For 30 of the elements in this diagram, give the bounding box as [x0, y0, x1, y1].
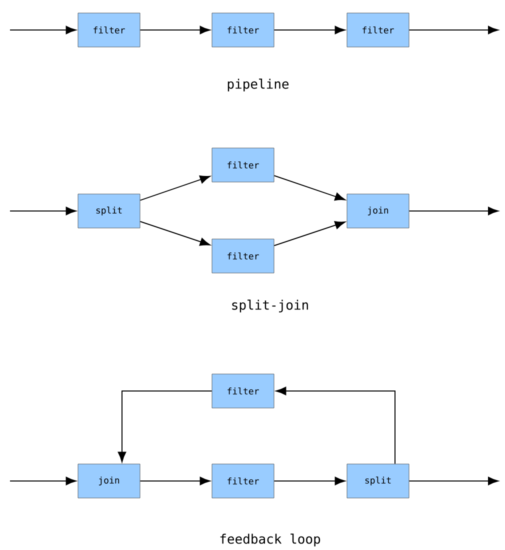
arrow: [274, 476, 346, 486]
arrow: [276, 386, 396, 464]
process-box: filter: [212, 374, 274, 408]
process-box: filter: [346, 12, 410, 48]
arrow: [140, 176, 210, 201]
process-box: split: [78, 194, 140, 228]
arrow: [274, 221, 346, 246]
process-box: filter: [212, 238, 274, 274]
arrow: [140, 476, 210, 486]
arrow: [140, 220, 210, 246]
process-box: filter: [212, 148, 274, 182]
arrow: [118, 390, 212, 462]
arrow: [408, 206, 498, 216]
process-box: filter: [212, 464, 274, 498]
process-box: split: [346, 464, 410, 498]
arrow: [140, 26, 210, 34]
arrow: [274, 175, 346, 201]
process-box: join: [346, 194, 410, 228]
arrow: [408, 26, 498, 34]
caption: split-join: [232, 300, 308, 312]
process-box: join: [78, 464, 140, 498]
caption: feedback loop: [220, 534, 320, 546]
caption: pipeline: [228, 78, 289, 92]
arrow: [10, 206, 76, 216]
arrow: [10, 476, 76, 486]
arrow: [274, 26, 346, 34]
arrow: [408, 476, 498, 486]
process-box: filter: [78, 12, 140, 48]
arrow: [10, 26, 76, 34]
process-box: filter: [212, 12, 274, 48]
